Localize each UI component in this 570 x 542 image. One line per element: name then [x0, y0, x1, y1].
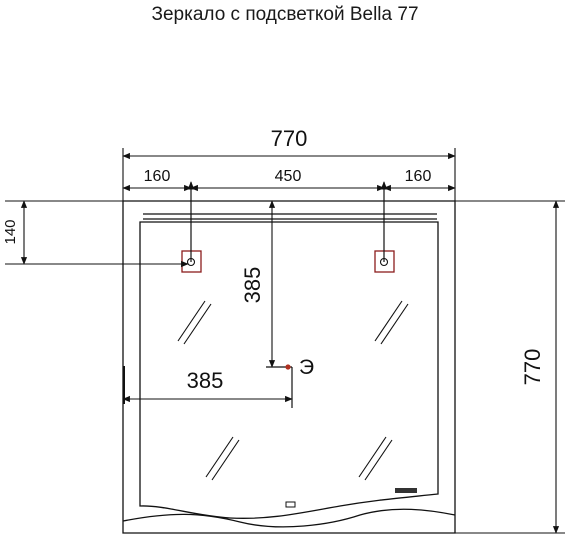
dim-right-offset-label: 160 — [405, 168, 432, 185]
bottom-marks — [285, 488, 417, 508]
dim-overall-height — [455, 200, 565, 534]
dim-overall-height-label: 770 — [520, 349, 545, 386]
brand-logo-mark — [395, 488, 417, 493]
dim-overall-width — [122, 148, 456, 201]
dim-left-offset-label: 160 — [144, 168, 171, 185]
socket-dot — [285, 364, 291, 370]
socket-point: Э — [266, 356, 314, 408]
socket-label: Э — [299, 356, 314, 379]
glass-reflection-marks — [177, 300, 409, 481]
dim-vertical-socket-label: 385 — [240, 267, 265, 304]
sensor-switch-icon — [285, 501, 296, 508]
dim-horizontal-socket-label: 385 — [187, 368, 224, 393]
dim-mount-height — [5, 200, 189, 268]
dim-center-span-label: 450 — [275, 168, 302, 185]
mount-markers — [181, 181, 395, 273]
page-title: Зеркало с подсветкой Bella 77 — [151, 4, 419, 25]
dim-mount-height-label: 140 — [2, 219, 19, 244]
dim-overall-width-label: 770 — [271, 126, 308, 151]
